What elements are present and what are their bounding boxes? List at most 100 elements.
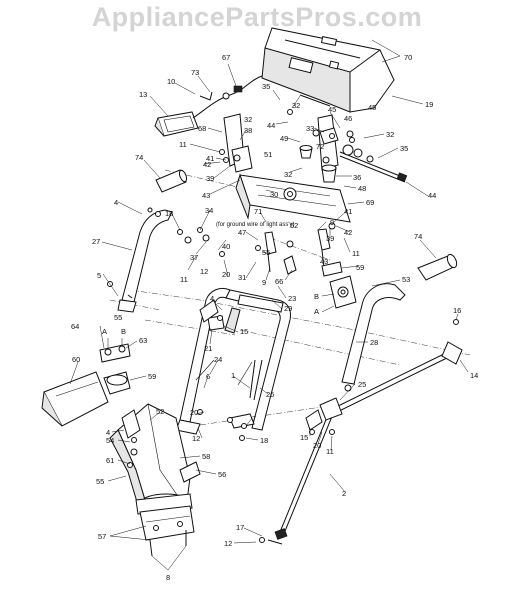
callout-37: 37	[190, 253, 198, 262]
hardware-parts	[107, 109, 459, 443]
callout-20: 20	[313, 441, 321, 450]
callout-66: 66	[275, 277, 283, 286]
callout-67: 67	[222, 53, 230, 62]
callout-10: 10	[167, 77, 175, 86]
callout-69: 69	[366, 198, 374, 207]
callout-55: 55	[114, 313, 122, 322]
callout-2: 2	[342, 489, 346, 498]
callout-63: 63	[139, 336, 147, 345]
callout-70: 70	[404, 53, 412, 62]
callout-35: 35	[400, 144, 408, 153]
callout-64: 64	[71, 322, 79, 331]
callout-57: 57	[98, 532, 106, 541]
callout-11: 11	[180, 275, 188, 284]
headlight	[154, 111, 199, 137]
callout-38: 38	[244, 126, 252, 135]
callout-9: 9	[262, 278, 266, 287]
callout-4: 4	[114, 198, 118, 207]
callout-23: 23	[288, 294, 296, 303]
callout-62: 62	[290, 221, 298, 230]
callout-55: 55	[262, 248, 270, 257]
callout-59: 59	[148, 372, 156, 381]
callout-40: 40	[222, 242, 230, 251]
callout-20: 20	[190, 408, 198, 417]
callout-41: 41	[344, 207, 352, 216]
callout-53: 53	[402, 275, 410, 284]
chute-control-rod	[259, 341, 463, 545]
chute-base-flange	[139, 505, 195, 557]
callout-28: 28	[370, 338, 378, 347]
callout-15: 15	[300, 433, 308, 442]
part-callouts: 70 19 67 73 10 35 13 32 44 45 68 32 38 3…	[71, 53, 478, 582]
callout-74: 74	[414, 232, 422, 241]
callout-26: 26	[266, 390, 274, 399]
callout-56: 56	[218, 470, 226, 479]
callout-35: 35	[262, 82, 270, 91]
leader-lines	[69, 39, 469, 571]
callout-29: 29	[284, 304, 292, 313]
upper-handle-left	[117, 209, 173, 313]
hand-grips	[155, 169, 458, 281]
callout-A: A	[102, 327, 107, 336]
chute-tilt-bracket	[283, 255, 357, 309]
callout-34: 34	[205, 206, 213, 215]
callout-6: 6	[206, 372, 210, 381]
callout-60: 60	[72, 355, 80, 364]
callout-11: 11	[179, 140, 187, 149]
callout-32: 32	[244, 115, 252, 124]
callout-11: 11	[326, 447, 334, 456]
callout-1: 1	[231, 371, 235, 380]
callout-61: 61	[106, 456, 114, 465]
callout-49: 49	[280, 134, 288, 143]
callout-45: 45	[328, 105, 336, 114]
callout-42: 42	[344, 228, 352, 237]
callout-18: 18	[165, 209, 173, 218]
shift-linkage-right	[319, 127, 408, 183]
ground-wire-note: (for ground wire of light ass'y)	[216, 222, 295, 228]
callout-A: A	[314, 307, 319, 316]
callout-47: 47	[238, 228, 246, 237]
callout-41: 41	[206, 154, 214, 163]
callout-54: 54	[106, 436, 114, 445]
callout-68: 68	[198, 124, 206, 133]
callout-33: 33	[306, 124, 314, 133]
callout-46: 46	[344, 114, 352, 123]
callout-12: 12	[192, 434, 200, 443]
callout-15: 15	[240, 327, 248, 336]
callout-8: 8	[166, 573, 170, 582]
callout-20: 20	[222, 270, 230, 279]
callout-12: 12	[200, 267, 208, 276]
callout-21: 21	[204, 344, 212, 353]
control-knobs	[299, 145, 337, 183]
callout-7: 7	[252, 414, 256, 423]
callout-44: 44	[267, 121, 275, 130]
callout-9: 9	[330, 218, 334, 227]
chute-deflector	[41, 371, 131, 427]
callout-B: B	[314, 292, 319, 301]
callout-14: 14	[470, 371, 478, 380]
callout-58: 58	[202, 452, 210, 461]
callout-24: 24	[214, 355, 222, 364]
watermark: AppliancePartsPros.com	[91, 2, 423, 32]
callout-12: 12	[224, 539, 232, 548]
chute-crank	[249, 359, 263, 401]
handle-panel-brackets	[223, 113, 339, 173]
callout-17: 17	[236, 523, 244, 532]
callout-32: 32	[292, 101, 300, 110]
lower-handle-frame	[175, 287, 291, 435]
callout-30: 30	[270, 190, 278, 199]
callout-32: 32	[386, 130, 394, 139]
chute-pivot-bracket	[99, 338, 131, 363]
callout-16: 16	[453, 306, 461, 315]
callout-51: 51	[264, 150, 272, 159]
callout-31: 31	[238, 273, 246, 282]
callout-43: 43	[320, 257, 328, 266]
callout-18: 18	[260, 436, 268, 445]
callout-59: 59	[356, 263, 364, 272]
callout-45: 45	[368, 103, 376, 112]
callout-27: 27	[92, 237, 100, 246]
handle-panel	[235, 173, 351, 273]
callout-48: 48	[358, 184, 366, 193]
